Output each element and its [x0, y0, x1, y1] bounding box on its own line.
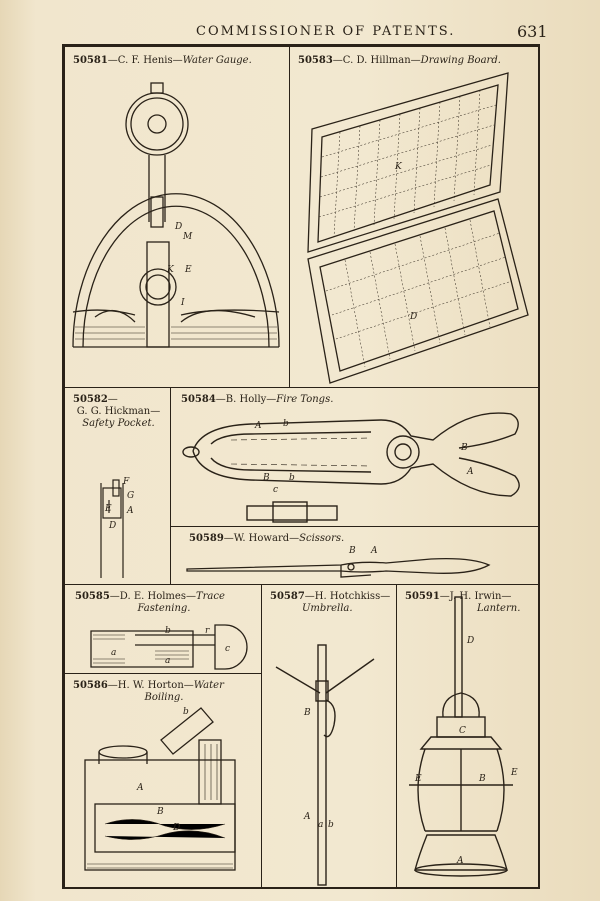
figure-letter: B — [303, 708, 311, 718]
entry-water-gauge: 50581—C. F. Henis—Water Gauge. — [64, 46, 290, 388]
umbrella-illustration: B A a b — [275, 644, 375, 886]
entry-trace-fastening: 50585—D. E. Holmes—Trace Fastening. a b … — [64, 584, 262, 674]
entry-caption: 50587—H. Hotchkiss— — [270, 591, 391, 602]
water-gauge-illustration: D M K E I — [72, 82, 280, 348]
plate-frame: 50581—C. F. Henis—Water Gauge. — [62, 44, 540, 889]
entry-scissors: 50589—W. Howard—Scissors. B A — [170, 526, 540, 585]
figure-letter: E — [104, 504, 112, 514]
figure-letter: r — [205, 626, 210, 636]
figure-letter: D — [466, 636, 474, 646]
entry-caption: 50585—D. E. Holmes—Trace — [75, 591, 225, 602]
figure-letter: K — [394, 162, 403, 172]
entry-caption: 50589—W. Howard—Scissors. — [189, 533, 345, 544]
figure-letter: D — [409, 312, 417, 322]
entry-caption: 50584—B. Holly—Fire Tongs. — [181, 394, 334, 405]
figure-letter: A — [303, 812, 311, 822]
entry-caption: 50586—H. W. Horton—Water — [73, 680, 224, 691]
figure-letter: E — [184, 265, 192, 275]
figure-letter: b — [283, 419, 289, 429]
entry-safety-pocket: 50582— G. G. Hickman— Safety Pocket. F G… — [64, 387, 171, 585]
entry-caption-title: Boiling. — [144, 692, 184, 703]
safety-pocket-illustration: F G E A D — [100, 477, 134, 578]
figure-letter: D — [174, 222, 182, 232]
figure-letter: B — [478, 774, 486, 784]
figure-letter: A — [466, 467, 474, 477]
figure-letter: a — [165, 656, 170, 666]
figure-letter: A — [136, 783, 144, 793]
entry-caption-inventor: G. G. Hickman— — [76, 406, 161, 417]
figure-letter: b — [289, 473, 295, 483]
trace-fastening-illustration: a b r a c — [90, 624, 248, 670]
entry-caption-title: Umbrella. — [302, 603, 353, 614]
figure-letter: I — [180, 298, 185, 308]
figure-letter: A — [126, 506, 134, 516]
entry-caption: 50581—C. F. Henis—Water Gauge. — [73, 55, 252, 66]
figure-letter: A — [254, 421, 262, 431]
entry-water-boiling: 50586—H. W. Horton—Water Boiling. b — [64, 673, 262, 889]
figure-letter: b — [328, 820, 334, 830]
drawing-board-illustration: K D — [307, 72, 529, 384]
page-number: 631 — [517, 22, 548, 41]
figure-letter: c — [273, 485, 278, 495]
figure-letter: A — [370, 546, 378, 556]
water-boiling-illustration: b A B D — [84, 707, 236, 871]
entry-lantern: 50591—J. H. Irwin— Lantern. D C — [396, 584, 540, 889]
entry-caption: 50591—J. H. Irwin— — [405, 591, 512, 602]
figure-letter: G — [127, 491, 134, 501]
running-title: COMMISSIONER OF PATENTS. — [196, 24, 456, 39]
fire-tongs-illustration: A b B b c B A — [182, 412, 520, 523]
figure-letter: E — [510, 768, 518, 778]
entry-caption-title: Safety Pocket. — [82, 418, 155, 429]
figure-letter: B — [460, 443, 468, 453]
figure-letter: D — [108, 521, 116, 531]
entry-umbrella: 50587—H. Hotchkiss— Umbrella. B A a b — [261, 584, 397, 889]
figure-letter: b — [165, 626, 171, 636]
figure-letter: D — [172, 823, 180, 833]
entry-caption: 50582— — [73, 394, 118, 405]
figure-letter: a — [318, 820, 323, 830]
entry-fire-tongs: 50584—B. Holly—Fire Tongs. A b — [170, 387, 540, 527]
figure-letter: c — [225, 644, 230, 654]
scissors-illustration: B A — [186, 546, 491, 578]
figure-letter: K — [166, 265, 175, 275]
figure-letter: B — [348, 546, 356, 556]
page-header: COMMISSIONER OF PATENTS. 631 — [0, 22, 600, 44]
entry-caption-title: Fastening. — [137, 603, 191, 614]
figure-letter: B — [156, 807, 164, 817]
figure-letter: E — [414, 774, 422, 784]
figure-letter: C — [459, 726, 466, 736]
figure-letter: F — [122, 477, 130, 487]
entry-caption: 50583—C. D. Hillman—Drawing Board. — [298, 55, 501, 66]
figure-letter: b — [183, 707, 189, 717]
figure-letter: M — [182, 232, 193, 242]
entry-caption-title: Lantern. — [477, 603, 521, 614]
figure-letter: B — [262, 473, 270, 483]
lantern-illustration: D C E B E A — [409, 596, 518, 877]
figure-letter: A — [456, 856, 464, 866]
entry-drawing-board: 50583—C. D. Hillman—Drawing Board. K D — [289, 46, 540, 388]
figure-letter: a — [111, 648, 116, 658]
